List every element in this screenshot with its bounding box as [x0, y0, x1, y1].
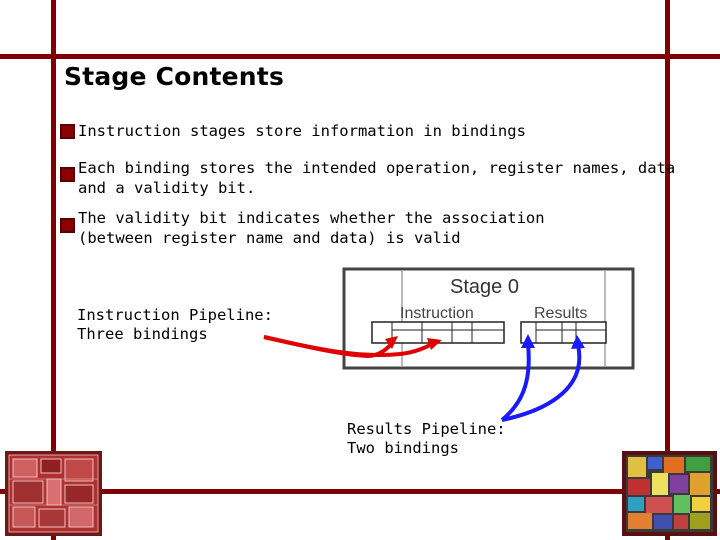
- instruction-pipeline-caption: Instruction Pipeline: Three bindings: [77, 306, 273, 343]
- bullet-3-text: The validity bit indicates whether the a…: [78, 208, 545, 248]
- bullet-1-text: Instruction stages store information in …: [78, 122, 526, 140]
- blue-arrowhead-1: [521, 334, 535, 348]
- results-pipeline-caption: Results Pipeline: Two bindings: [347, 420, 506, 457]
- bullet-2-line-1: Each binding stores the intended operati…: [78, 159, 676, 177]
- bullet-3-line-1: The validity bit indicates whether the a…: [78, 209, 545, 227]
- stage-diagram: Stage 0 Instruction Results: [342, 267, 635, 370]
- results-label: Results: [534, 305, 587, 322]
- bullet-marker: [60, 124, 75, 139]
- red-arrowhead-2: [427, 338, 442, 350]
- instruction-label: Instruction: [400, 305, 474, 322]
- slide-title: Stage Contents: [64, 62, 285, 91]
- bullet-marker: [60, 167, 75, 182]
- chip-die-image-left: [5, 451, 102, 536]
- frame-top-line: [0, 54, 720, 59]
- red-arrowhead-1: [385, 336, 398, 349]
- blue-arrow-2: [501, 344, 582, 422]
- frame-right-line: [665, 0, 670, 540]
- blue-arrowhead-2: [571, 335, 585, 349]
- blue-arrow-1: [500, 343, 531, 422]
- bullet-2-text: Each binding stores the intended operati…: [78, 158, 675, 198]
- stage-label: Stage 0: [450, 276, 519, 298]
- chip-die-image-right: [622, 451, 717, 536]
- bullet-3-line-2: (between register name and data) is vali…: [78, 229, 461, 247]
- bullet-2-line-2: and a validity bit.: [78, 179, 256, 197]
- red-arrow-2: [263, 335, 437, 358]
- frame-left-line: [51, 0, 56, 540]
- results-binding-inner: [535, 329, 607, 344]
- frame-bottom-line: [0, 489, 720, 494]
- instruction-binding-inner: [391, 329, 505, 344]
- stage-box: [342, 267, 635, 370]
- bullet-marker: [60, 218, 75, 233]
